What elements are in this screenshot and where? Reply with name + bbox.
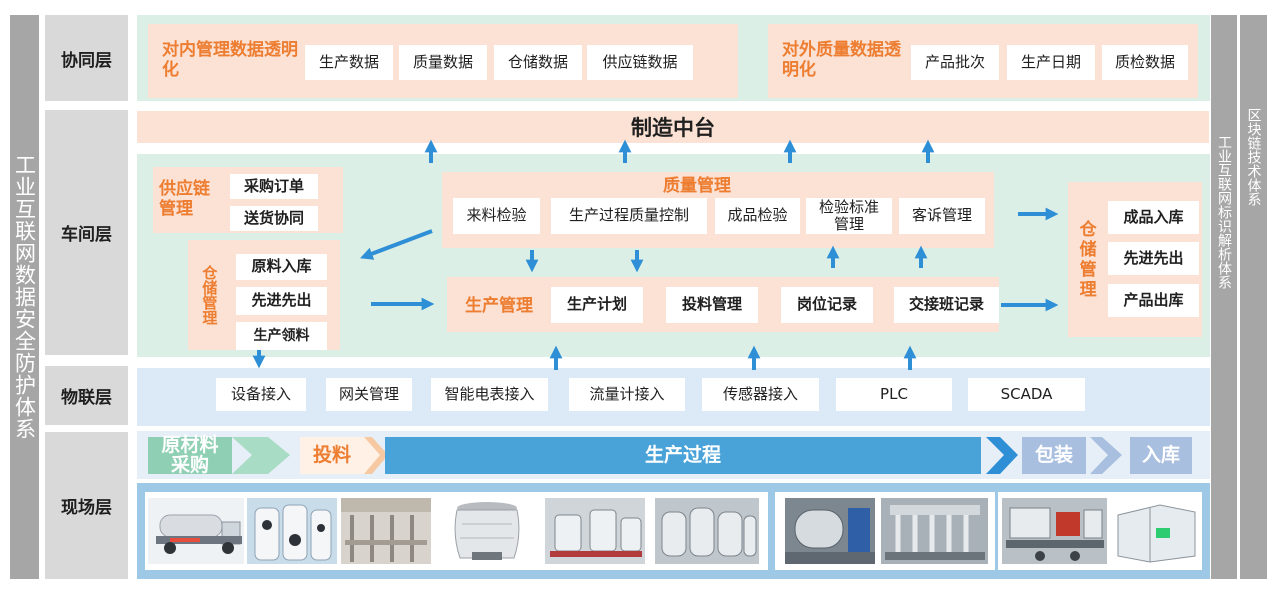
warehouse-in-title-text: 仓储管理 — [200, 265, 219, 325]
supply-item-delivery: 送货协同 — [230, 206, 318, 231]
layer-label-collab: 协同层 — [45, 15, 128, 101]
layer-label-iot: 物联层 — [45, 366, 128, 425]
packaging-line-icon — [1002, 498, 1107, 564]
warehouse-out-title-text: 仓储管理 — [1075, 220, 1096, 300]
manufacturing-hub: 制造中台 — [137, 111, 1209, 143]
internal-item-supply-data: 供应链数据 — [587, 45, 693, 80]
mixing-tanks-icon — [545, 498, 645, 564]
iot-item-device: 设备接入 — [216, 378, 306, 411]
left-system-bar: 工业互联网数据安全防护体系 — [10, 15, 39, 579]
process-stage-storage: 入库 — [1141, 443, 1180, 466]
internal-item-production-data: 生产数据 — [305, 45, 393, 80]
steel-tanks-icon — [655, 498, 759, 564]
iot-item-scada: SCADA — [968, 378, 1085, 411]
process-stage-feeding: 投料 — [312, 443, 351, 466]
process-stage-production: 生产过程 — [644, 443, 721, 466]
layer-label-workshop: 车间层 — [45, 110, 128, 355]
arrow-quality-to-warehouse-in — [360, 229, 433, 260]
iot-item-meter: 智能电表接入 — [431, 378, 548, 411]
filling-line-icon — [881, 498, 988, 564]
quality-item-standard: 检验标准管理 — [806, 198, 892, 234]
right-system-label-2: 区块链技术体系 — [1245, 108, 1262, 206]
external-item-date: 生产日期 — [1007, 45, 1095, 80]
left-system-label: 工业互联网数据安全防护体系 — [12, 154, 37, 440]
iot-item-sensor: 传感器接入 — [702, 378, 819, 411]
iot-item-plc: PLC — [836, 378, 952, 411]
production-item-plan: 生产计划 — [551, 287, 643, 323]
pipe-room-icon — [341, 498, 431, 564]
warehouse-in-item-fifo: 先进先出 — [236, 287, 327, 315]
right-system-label-1: 工业互联网标识解析体系 — [1216, 135, 1232, 289]
warehouse-in-item-picking: 生产领料 — [236, 322, 327, 350]
milk-tanker-truck-icon — [148, 498, 244, 564]
quality-item-process: 生产过程质量控制 — [551, 198, 707, 234]
warehouse-out-item-fifo: 先进先出 — [1108, 242, 1199, 275]
production-item-shift-record: 交接班记录 — [894, 287, 999, 323]
external-item-batch: 产品批次 — [911, 45, 999, 80]
internal-item-quality-data: 质量数据 — [399, 45, 487, 80]
warehouse-out-title: 仓储管理 — [1070, 200, 1100, 320]
external-item-inspection: 质检数据 — [1102, 45, 1188, 80]
production-title: 生产管理 — [465, 296, 533, 316]
process-stage-raw-material: 原材料采购 — [161, 434, 219, 476]
right-system-bar-1: 工业互联网标识解析体系 — [1211, 15, 1237, 579]
quality-item-complaint: 客诉管理 — [899, 198, 985, 234]
layer-label-field: 现场层 — [45, 432, 128, 579]
quality-item-finished: 成品检验 — [715, 198, 800, 234]
storage-silo-icon — [247, 498, 337, 564]
cooling-tower-icon — [436, 498, 539, 564]
external-data-title: 对外质量数据透明化 — [782, 40, 901, 81]
production-item-feeding: 投料管理 — [666, 287, 758, 323]
quality-item-incoming: 来料检验 — [453, 198, 540, 234]
quality-title: 质量管理 — [663, 176, 731, 196]
warehouse-in-item-raw-in: 原料入库 — [236, 254, 327, 280]
production-item-post-record: 岗位记录 — [781, 287, 873, 323]
warehouse-in-title: 仓储管理 — [192, 252, 226, 338]
process-stage-packaging: 包装 — [1034, 443, 1073, 466]
internal-item-warehouse-data: 仓储数据 — [494, 45, 582, 80]
warehouse-out-item-outbound: 产品出库 — [1108, 284, 1199, 317]
internal-data-title: 对内管理数据透明化 — [162, 40, 298, 81]
sterilizer-machine-icon — [785, 498, 875, 564]
supply-item-purchase-order: 采购订单 — [230, 174, 318, 199]
warehouse-out-item-finished-in: 成品入库 — [1108, 201, 1199, 234]
iot-item-gateway: 网关管理 — [326, 378, 412, 411]
supply-chain-title: 供应链管理 — [159, 179, 210, 220]
right-system-bar-2: 区块链技术体系 — [1240, 15, 1267, 579]
iot-item-flowmeter: 流量计接入 — [569, 378, 685, 411]
cold-storage-room-icon — [1110, 498, 1198, 564]
